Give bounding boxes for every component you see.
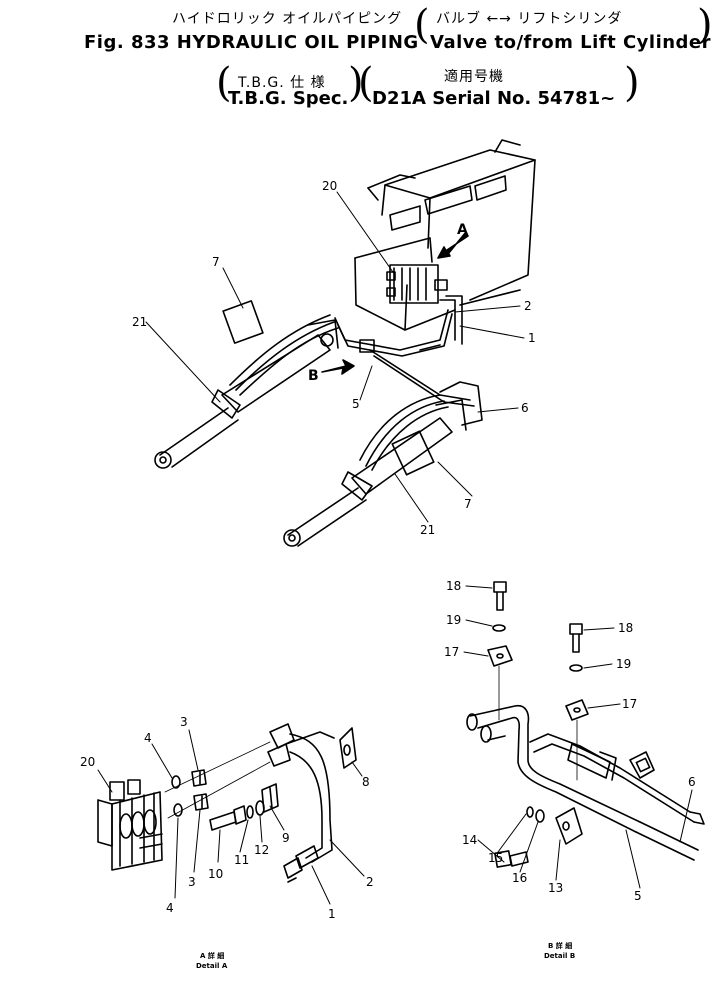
arrow-a-mark: [437, 231, 469, 259]
callout-b-17b: 17: [622, 697, 637, 711]
callout-a-3a: 3: [180, 715, 188, 729]
arrow-b-label: B: [308, 368, 319, 384]
callout-a-2: 2: [366, 875, 374, 889]
callout-b-14: 14: [462, 833, 477, 847]
callout-21b: 21: [420, 523, 435, 537]
spec-japanese: T.B.G. 仕 様: [238, 75, 326, 91]
callout-a-1: 1: [328, 907, 336, 921]
serial-english: D21A Serial No. 54781~: [372, 88, 616, 109]
connector-3b: [193, 793, 209, 811]
main-leaders: [145, 191, 525, 523]
bolt-18a: [493, 581, 507, 611]
paren-open-3: (: [358, 60, 374, 106]
detail-b-caption-en: Detail B: [544, 952, 575, 960]
callout-21a: 21: [132, 315, 147, 329]
detail-a-leaders: [97, 729, 365, 905]
detail-b-caption-jp: B 詳 細: [548, 941, 572, 950]
title-japanese: ハイドロリック オイルパイピング: [172, 11, 403, 27]
washer-19a: [492, 624, 506, 632]
callout-a-4a: 4: [144, 731, 152, 745]
subtitle-japanese: バルブ ←→ リフトシリンダ: [436, 11, 623, 27]
main-assembly-view: A B: [132, 139, 536, 547]
paren-close-3: ): [624, 60, 640, 106]
o-ring-4a: [171, 775, 181, 789]
washer-16: [535, 809, 545, 823]
callout-a-3b: 3: [188, 875, 196, 889]
callout-b-16: 16: [512, 871, 527, 885]
clamp-17a: [487, 645, 513, 667]
callout-b-19a: 19: [446, 613, 461, 627]
callout-b-18b: 18: [618, 621, 633, 635]
detail-a-valve-20: [97, 779, 163, 871]
detail-a-caption-en: Detail A: [196, 962, 228, 970]
washer-15: [526, 806, 534, 818]
paren-close-2: ): [348, 60, 364, 106]
callout-6: 6: [521, 401, 529, 415]
arrow-b-mark: [321, 359, 355, 375]
callout-a-20: 20: [80, 755, 95, 769]
clamp-9: [261, 783, 279, 813]
control-valve-20: [386, 264, 448, 304]
washer-19b: [569, 664, 583, 672]
align-line-1: [164, 741, 271, 793]
callout-b-6: 6: [688, 775, 696, 789]
callout-1: 1: [528, 331, 536, 345]
callout-a-4b: 4: [166, 901, 174, 915]
callout-b-15: 15: [488, 851, 503, 865]
callout-b-17a: 17: [444, 645, 459, 659]
spec-english: T.B.G. Spec.: [228, 88, 349, 109]
align-line-2: [167, 761, 271, 819]
callout-20: 20: [322, 179, 337, 193]
detail-a-pipes-1-2: [267, 723, 335, 883]
callout-b-18a: 18: [446, 579, 461, 593]
clamp-8: [339, 727, 357, 769]
hydraulic-tank: [354, 139, 536, 331]
hoses-right: [359, 381, 483, 476]
clamp-13: [555, 807, 583, 845]
lift-cylinder-left: [154, 319, 339, 469]
connector-3a: [191, 769, 207, 787]
detail-b-leaders: [463, 585, 693, 889]
clamp-17b: [565, 699, 589, 721]
washer-11: [246, 805, 254, 819]
bolt-14: [494, 850, 529, 868]
callout-a-12: 12: [254, 843, 269, 857]
callout-7a: 7: [212, 255, 220, 269]
callout-a-9: 9: [282, 831, 290, 845]
lift-cylinder-right: [283, 399, 467, 547]
callout-b-19b: 19: [616, 657, 631, 671]
detail-b-view: 18 19 17 18 19 17 14 15 16 13 6 5 B 詳 細 …: [444, 579, 705, 960]
callout-a-11: 11: [234, 853, 249, 867]
callout-2: 2: [524, 299, 532, 313]
detail-a-view: 3 4 20 3 4 10 11 12 9 8 2 1 A 詳 細 Detail…: [80, 715, 374, 970]
bolt-10: [209, 805, 247, 831]
paren-open-1: (: [414, 2, 430, 48]
callout-a-10: 10: [208, 867, 223, 881]
callout-5: 5: [352, 397, 360, 411]
serial-japanese: 適用号機: [444, 69, 504, 85]
callout-7b: 7: [464, 497, 472, 511]
figure-subtitle: Valve to/from Lift Cylinder: [430, 32, 712, 53]
hoses-left: [222, 300, 339, 396]
detail-b-pipes: [466, 704, 705, 861]
piping-main: [334, 295, 475, 407]
paren-close-1: ): [697, 2, 713, 48]
bolt-18b: [569, 623, 583, 653]
arrow-a-label: A: [457, 222, 468, 238]
callout-a-8: 8: [362, 775, 370, 789]
detail-a-caption-jp: A 詳 細: [200, 951, 224, 960]
figure-title: Fig. 833 HYDRAULIC OIL PIPING: [84, 32, 419, 53]
callout-b-13: 13: [548, 881, 563, 895]
paren-open-2: (: [216, 60, 232, 106]
callout-b-5: 5: [634, 889, 642, 903]
